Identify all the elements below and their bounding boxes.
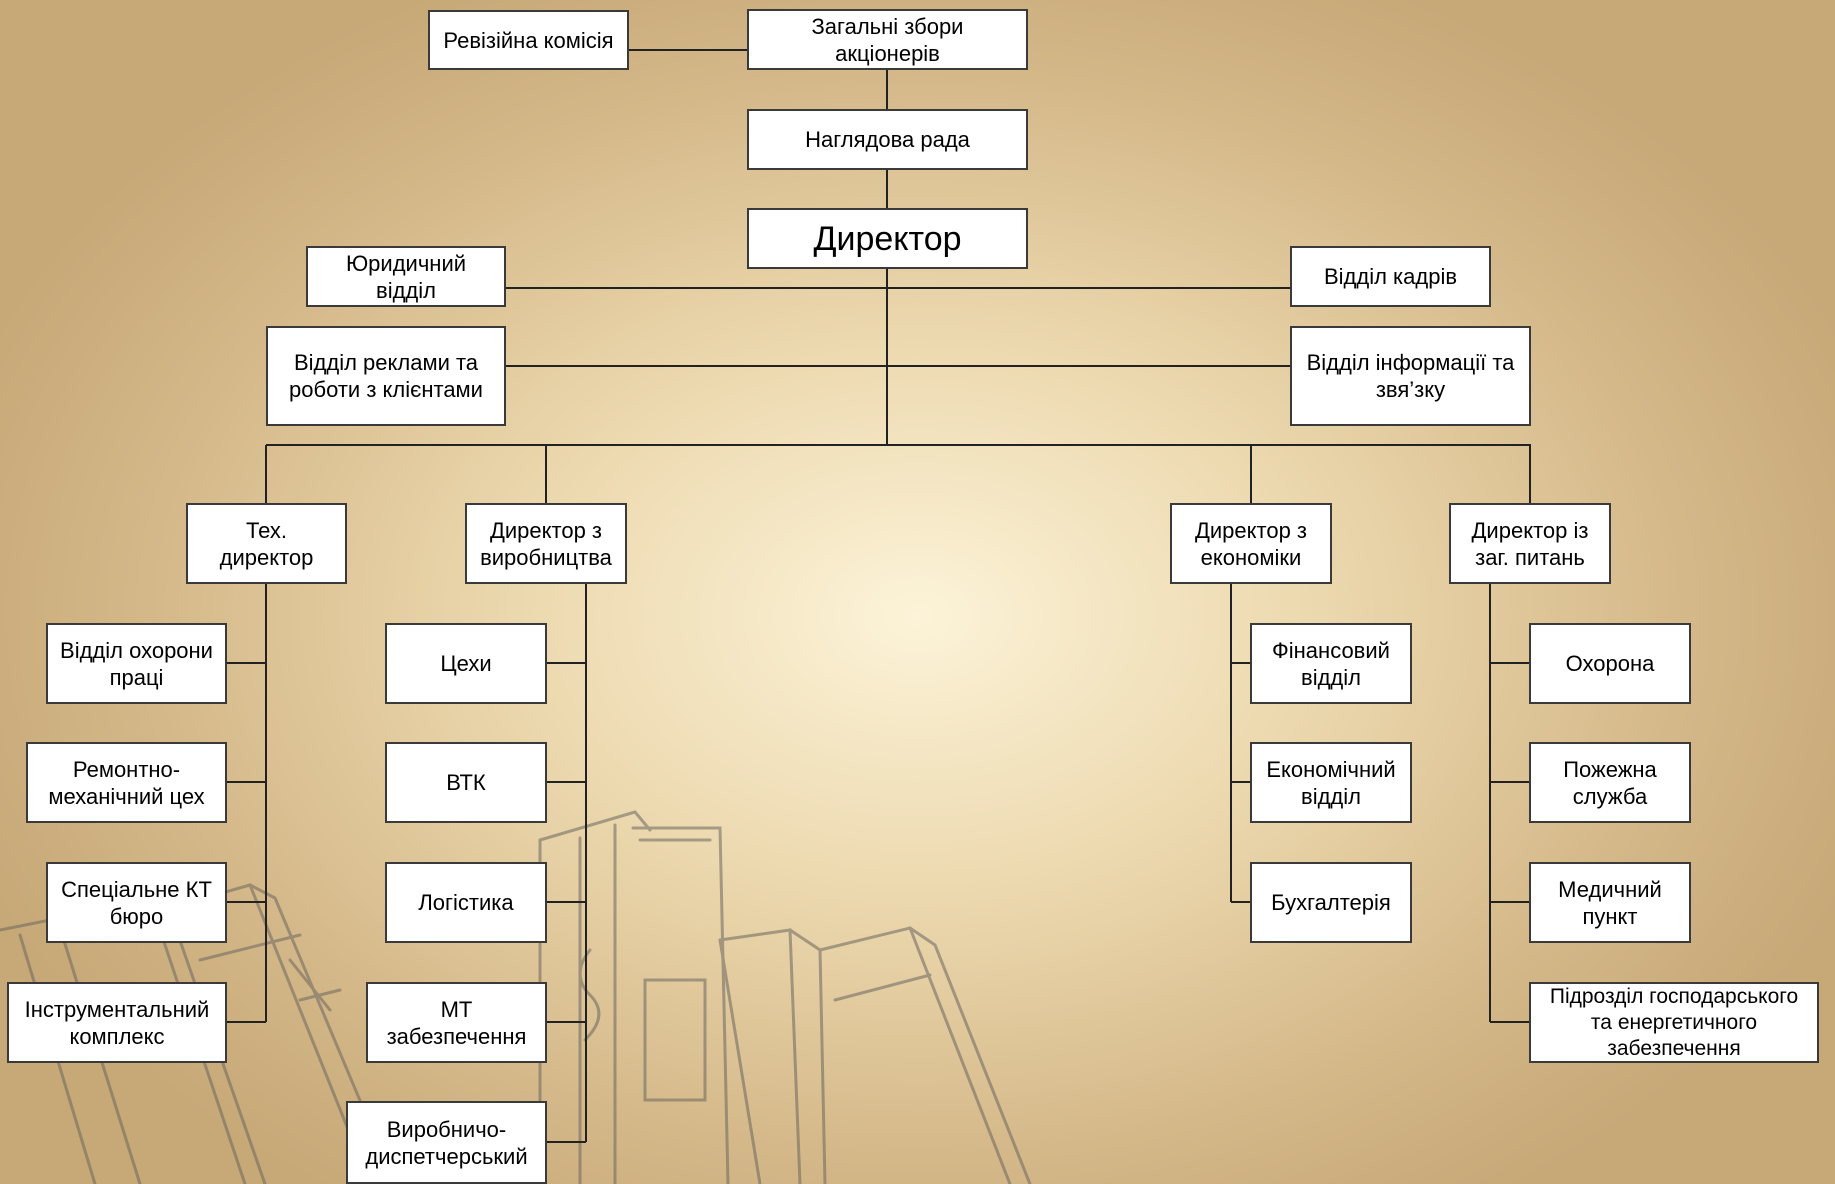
node-shareholders-meeting: Загальні збори акціонерів: [747, 9, 1028, 70]
node-security: Охорона: [1529, 623, 1691, 704]
node-revision-commission: Ревізійна комісія: [428, 10, 629, 70]
node-labor-safety: Відділ охорони праці: [46, 623, 227, 704]
node-advertising-department: Відділ реклами та роботи з клієнтами: [266, 326, 506, 426]
node-tech-director: Тех. директор: [186, 503, 347, 584]
node-accounting: Бухгалтерія: [1250, 862, 1412, 943]
node-logistics: Логістика: [385, 862, 547, 943]
node-workshops: Цехи: [385, 623, 547, 704]
node-dispatch: Виробничо- диспетчерський: [346, 1101, 547, 1184]
node-household-energy-unit: Підрозділ господарського та енергетичног…: [1529, 982, 1819, 1063]
node-repair-shop: Ремонтно- механічний цех: [26, 742, 227, 823]
node-medical-point: Медичний пункт: [1529, 862, 1691, 943]
node-hr-department: Відділ кадрів: [1290, 246, 1491, 307]
node-info-department: Відділ інформації та звя’зку: [1290, 326, 1531, 426]
node-kt-bureau: Спеціальне КТ бюро: [46, 862, 227, 943]
node-vtk: ВТК: [385, 742, 547, 823]
node-supervisory-board: Наглядова рада: [747, 109, 1028, 170]
node-legal-department: Юридичний відділ: [306, 246, 506, 307]
node-general-affairs-director: Директор із заг. питань: [1449, 503, 1611, 584]
node-production-director: Директор з виробництва: [465, 503, 627, 584]
node-economic-department: Економічний відділ: [1250, 742, 1412, 823]
node-director: Директор: [747, 208, 1028, 269]
connector-lines: [227, 49, 1531, 1143]
node-tool-complex: Інструментальний комплекс: [7, 982, 227, 1063]
books-sketch-decoration: [0, 810, 1032, 1184]
node-mt-supply: МТ забезпечення: [366, 982, 547, 1063]
node-finance-department: Фінансовий відділ: [1250, 623, 1412, 704]
node-economics-director: Директор з економіки: [1170, 503, 1332, 584]
node-fire-service: Пожежна служба: [1529, 742, 1691, 823]
